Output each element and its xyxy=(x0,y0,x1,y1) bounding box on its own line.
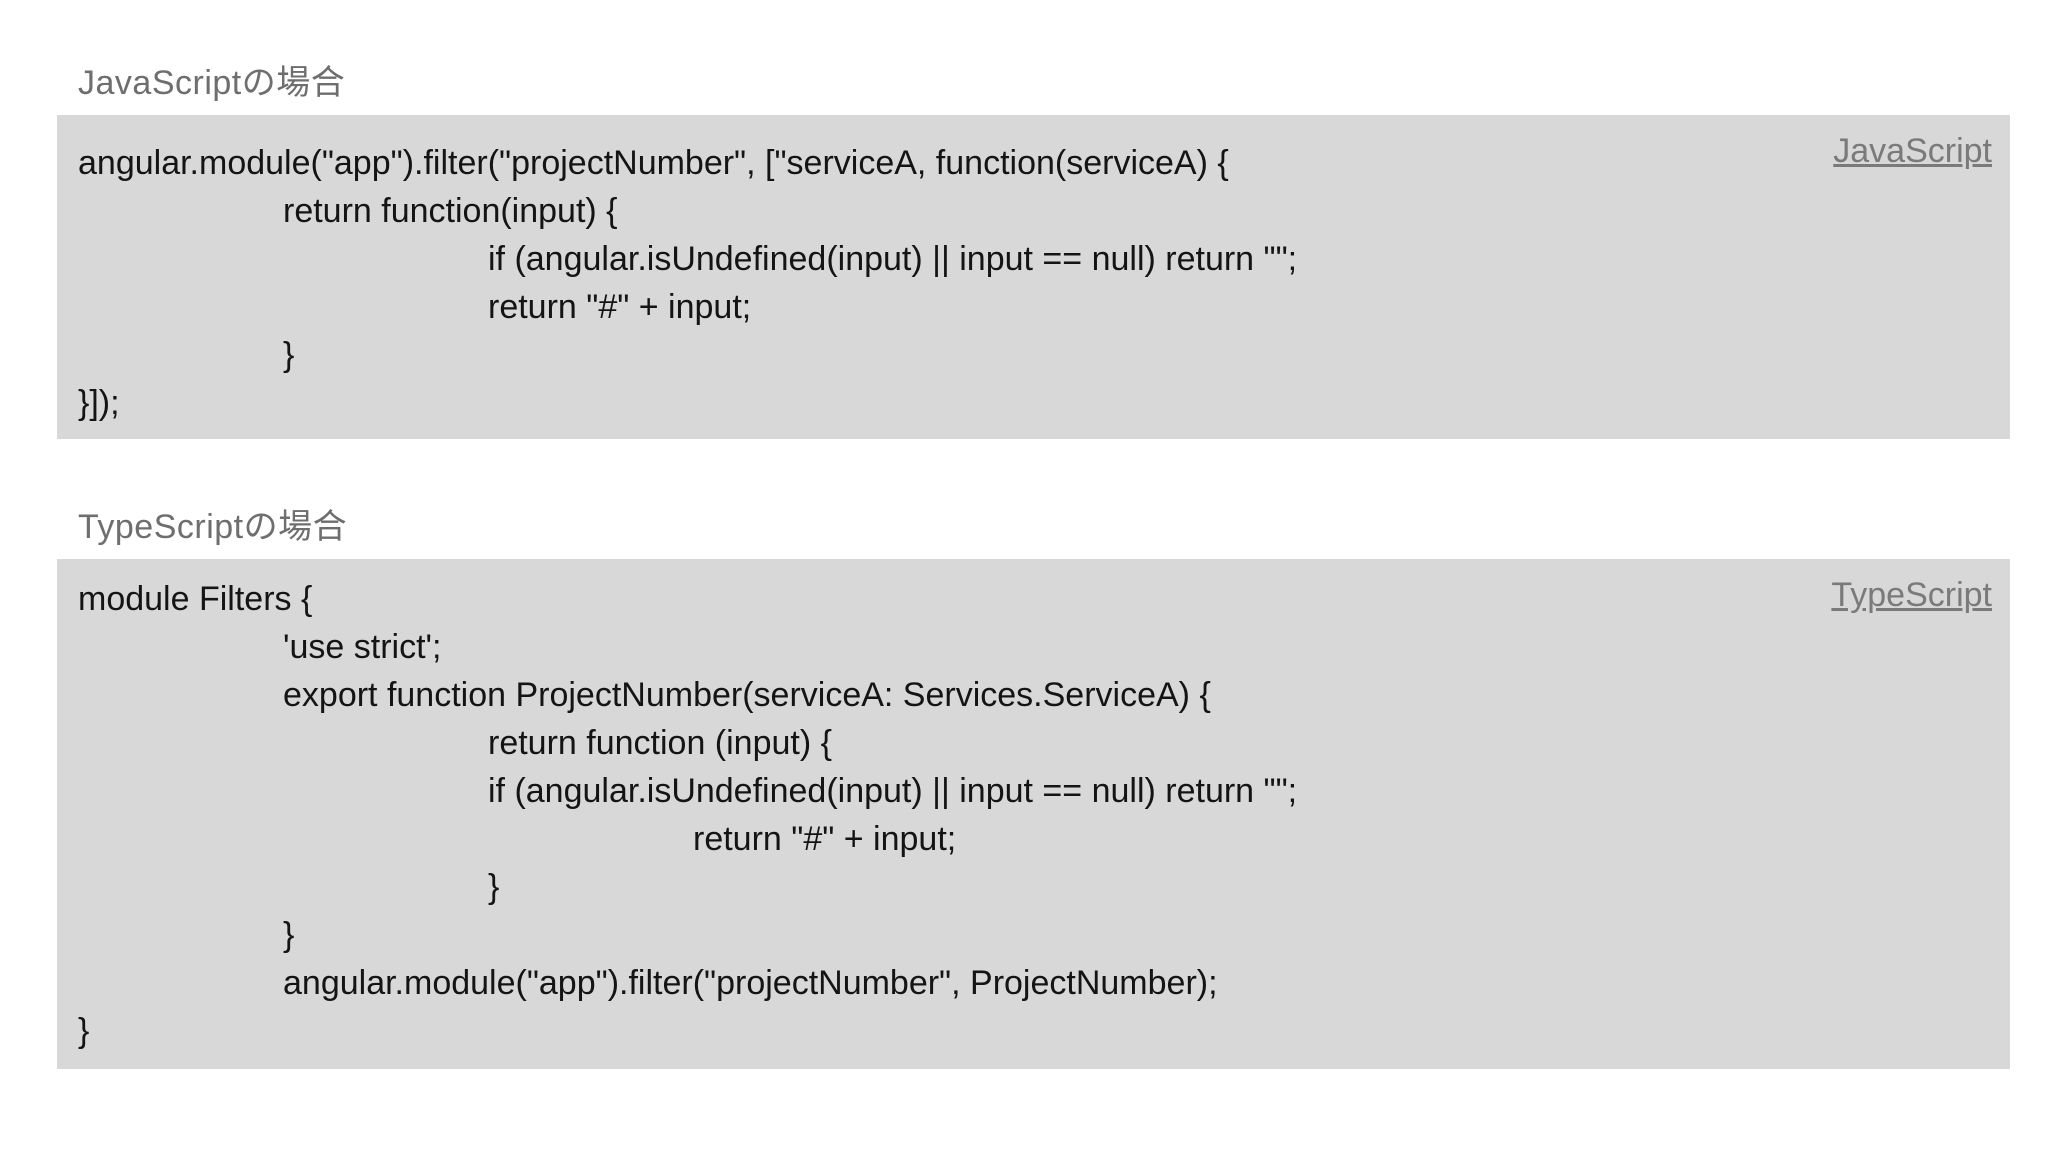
code-block-typescript: TypeScript module Filters { 'use strict';… xyxy=(57,559,2010,1069)
section-javascript: JavaScriptの場合 JavaScript angular.module(… xyxy=(57,61,2010,439)
code-line: module Filters { xyxy=(78,580,313,618)
code-block-javascript: JavaScript angular.module("app").filter(… xyxy=(57,115,2010,439)
code-line: return "#" + input; xyxy=(693,820,957,858)
code-line: }]); xyxy=(78,384,120,422)
code-line: return "#" + input; xyxy=(488,288,752,326)
code-line: export function ProjectNumber(serviceA: … xyxy=(283,676,1211,714)
section-typescript: TypeScriptの場合 TypeScript module Filters … xyxy=(57,505,2010,1069)
code-line: if (angular.isUndefined(input) || input … xyxy=(488,240,1298,278)
code-lines-typescript: module Filters { 'use strict'; export func… xyxy=(78,575,1989,1055)
section-heading-javascript: JavaScriptの場合 xyxy=(78,64,346,102)
javascript-label-link[interactable]: JavaScript xyxy=(1833,132,1992,170)
code-line: } xyxy=(78,1012,90,1050)
page: { "colors": { "page_bg": "#ffffff", "cod… xyxy=(0,61,2048,1152)
code-line: } xyxy=(283,916,295,954)
code-line: } xyxy=(283,336,295,374)
section-heading-typescript: TypeScriptの場合 xyxy=(78,508,348,546)
article-content: JavaScriptの場合 JavaScript angular.module(… xyxy=(57,61,2010,1069)
code-line: } xyxy=(488,868,500,906)
code-line: if (angular.isUndefined(input) || input … xyxy=(488,772,1298,810)
code-line: return function (input) { xyxy=(488,724,832,762)
code-line: angular.module("app").filter("projectNum… xyxy=(283,964,1218,1002)
code-line: 'use strict'; xyxy=(283,628,442,666)
typescript-label-link[interactable]: TypeScript xyxy=(1831,576,1992,614)
code-lines-javascript: angular.module("app").filter("projectNum… xyxy=(78,139,1989,427)
code-line: angular.module("app").filter("projectNum… xyxy=(78,144,1229,182)
code-line: return function(input) { xyxy=(283,192,618,230)
